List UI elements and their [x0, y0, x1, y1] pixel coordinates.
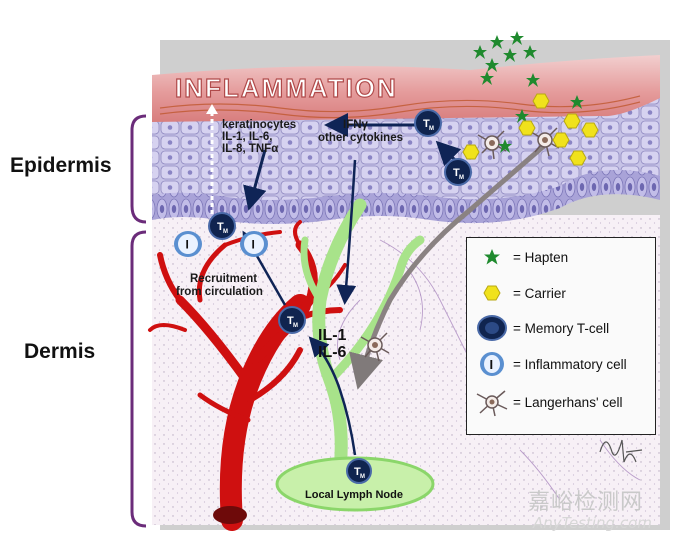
hapten-cluster: [473, 31, 584, 153]
vessel-opening: [213, 506, 247, 524]
il-label: IL-1 IL-6: [318, 327, 351, 361]
svg-text:M: M: [360, 474, 365, 480]
artist-signature: [599, 439, 643, 463]
legend-label-memory-t-cell: = Memory T-cell: [513, 320, 610, 336]
legend-item: I = Inflammatory cell: [473, 349, 627, 379]
epidermis-bracket: [130, 114, 147, 224]
hapten-star-icon: [473, 242, 511, 272]
svg-text:T: T: [423, 118, 430, 130]
inflammation-title: INFLAMMATION: [175, 73, 398, 103]
legend: = Hapten = Carrier = Memory T-cell I = I…: [466, 237, 656, 435]
lymph-node-label: Local Lymph Node: [305, 489, 403, 501]
dermis-label: Dermis: [24, 340, 96, 363]
legend-item: = Carrier: [473, 278, 566, 308]
legend-label-carrier: = Carrier: [513, 285, 566, 301]
legend-label-inflammatory-cell: = Inflammatory cell: [513, 356, 627, 372]
langerhans-cell: [360, 332, 390, 362]
epidermis-label: Epidermis: [10, 154, 112, 177]
memory-t-cell: T M: [414, 109, 442, 137]
inflammatory-cell-icon: I: [473, 349, 511, 379]
memory-t-cell: T M: [278, 306, 306, 334]
lymph-node: [275, 456, 435, 512]
svg-text:T: T: [287, 315, 294, 327]
svg-text:M: M: [429, 126, 434, 132]
svg-text:M: M: [293, 323, 298, 329]
carrier-cluster: [462, 93, 599, 166]
langerhans-cell: [530, 127, 560, 157]
memory-t-cell: T M: [444, 158, 472, 186]
memory-t-cell-icon: [473, 313, 511, 343]
legend-item: = Langerhans' cell: [473, 387, 623, 417]
legend-item: = Memory T-cell: [473, 313, 609, 343]
legend-item: = Hapten: [473, 242, 568, 272]
svg-text:T: T: [354, 466, 361, 478]
basal-layer: [152, 169, 660, 224]
memory-t-cell: T M: [346, 458, 372, 484]
keratinocytes-label: keratinocytes IL-1, IL-6, IL-8, TNFα: [222, 119, 299, 155]
svg-text:I: I: [490, 357, 494, 372]
legend-label-langerhans-cell: = Langerhans' cell: [513, 394, 623, 410]
svg-text:M: M: [223, 229, 228, 235]
svg-text:I: I: [186, 238, 189, 252]
recruitment-label: Recruitment from circulation: [176, 273, 263, 298]
legend-label-hapten: = Hapten: [513, 249, 569, 265]
inflammatory-cell: I: [240, 231, 268, 257]
langerhans-cell-icon: [473, 387, 511, 417]
dermis-bracket: [130, 230, 147, 528]
ifn-label: IFNγ other cytokines: [318, 119, 403, 144]
svg-text:T: T: [217, 221, 224, 233]
svg-text:M: M: [459, 175, 464, 181]
langerhans-cell: [477, 130, 507, 160]
t-cell-path: [308, 336, 357, 456]
svg-text:T: T: [453, 167, 460, 179]
watermark-en: AnyTesting.com: [533, 514, 652, 532]
carrier-hexagon-icon: [473, 278, 511, 308]
memory-t-cell: T M: [208, 212, 236, 240]
watermark-cn: 嘉峪检测网: [528, 490, 644, 515]
svg-text:I: I: [252, 238, 255, 252]
inflammatory-cell: I: [174, 231, 202, 257]
